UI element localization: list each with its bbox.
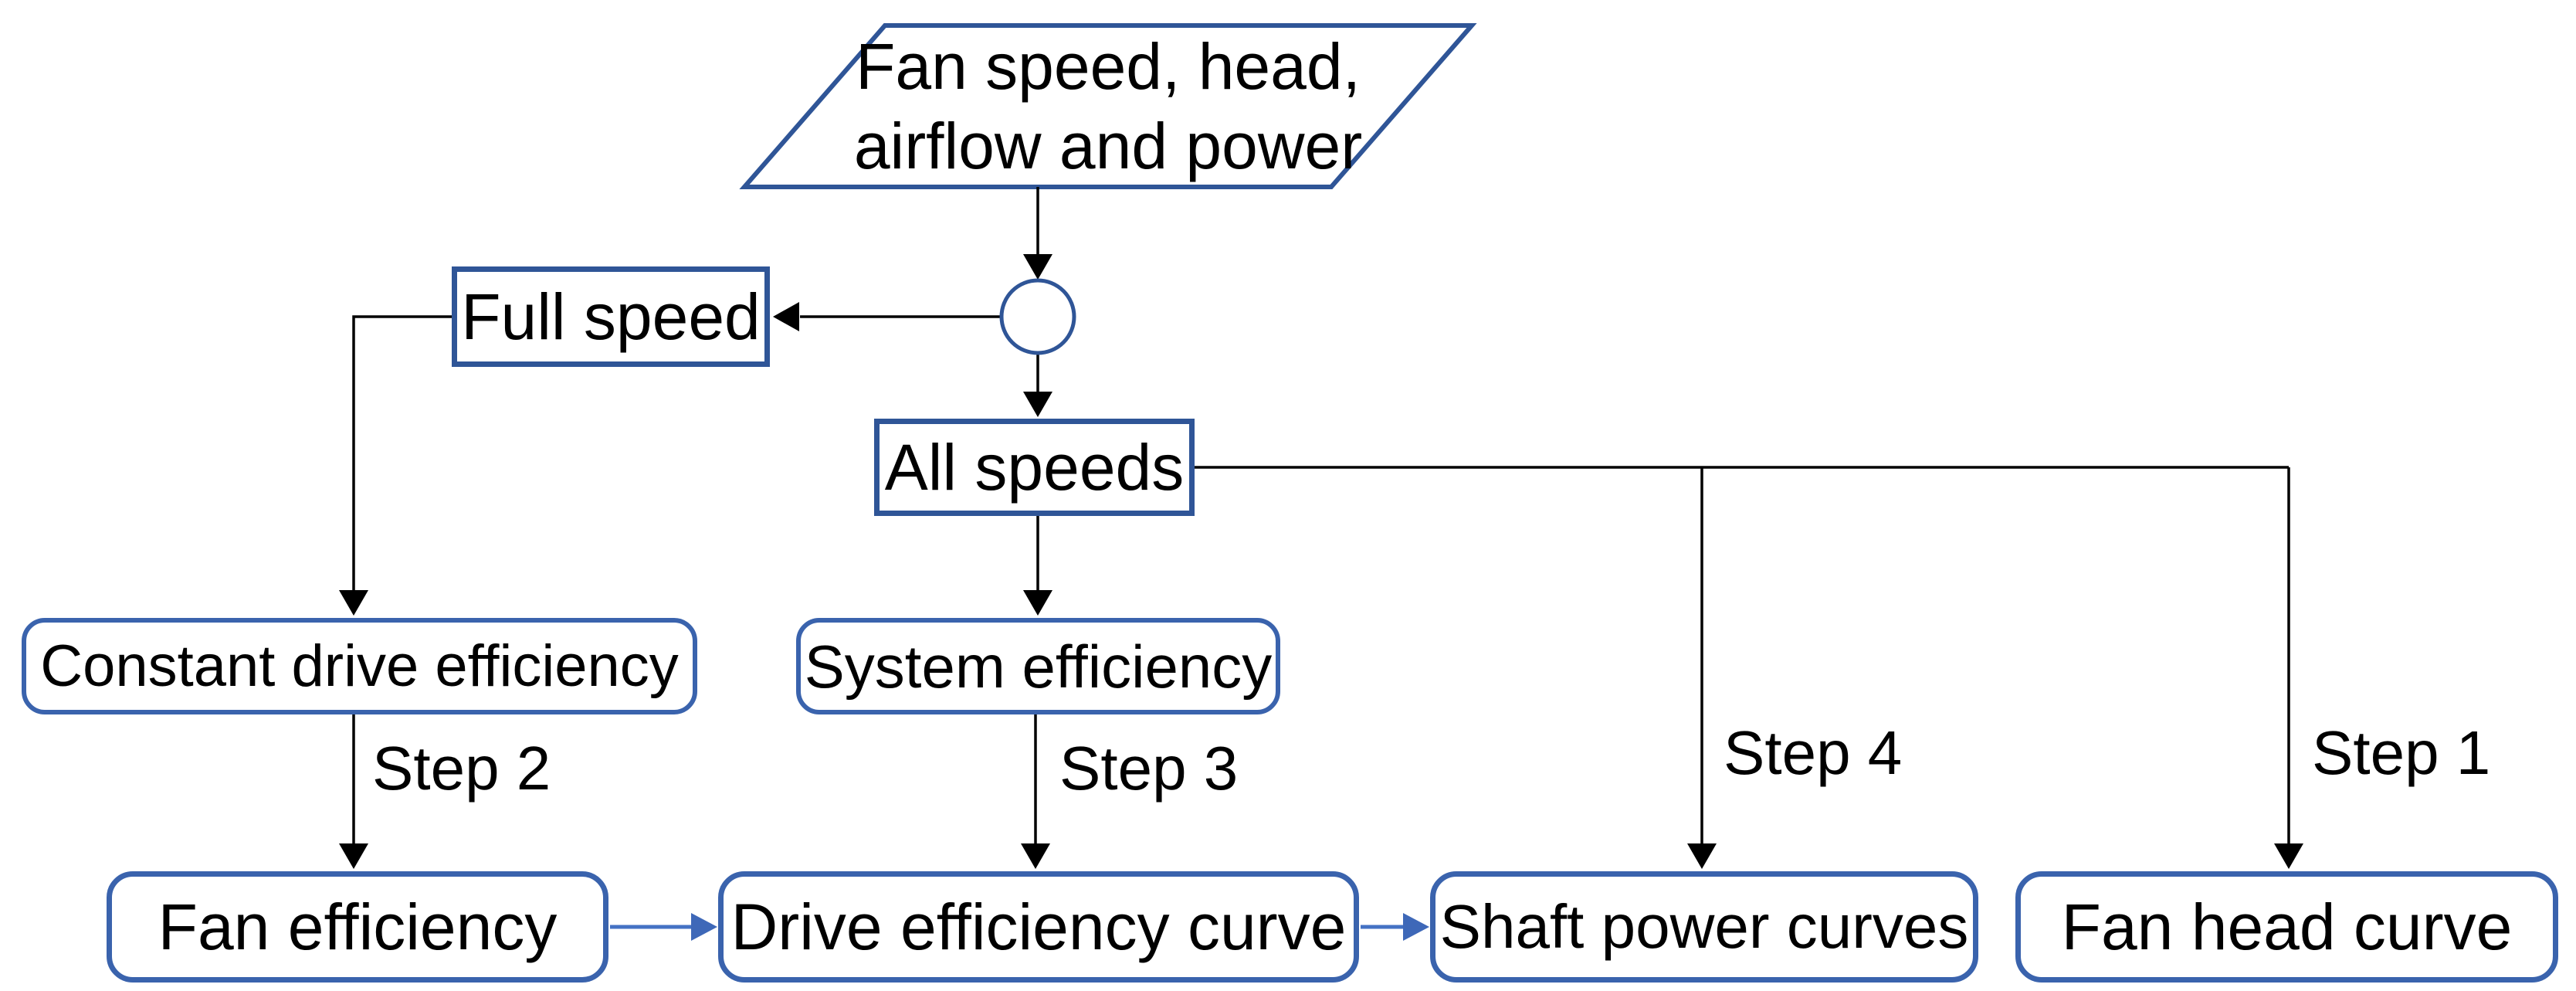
edge-label-step1: Step 1 — [2312, 718, 2491, 787]
arrowhead-into-fullspeed — [773, 302, 799, 331]
arrowhead-into-system — [1023, 590, 1052, 616]
arrowhead-into-fanefficiency — [339, 843, 368, 869]
node-input-label: Fan speed, head, airflow and power — [815, 25, 1402, 187]
input-parallelogram-shape — [739, 23, 1477, 189]
arrowhead-blue-into-drivecurve — [691, 913, 717, 941]
arrowhead-into-circle — [1023, 254, 1052, 280]
edge-label-step4: Step 4 — [1724, 718, 1903, 787]
arrowhead-into-shaftpower — [1687, 843, 1717, 869]
junction-circle — [999, 278, 1076, 355]
arrowhead-into-allspeeds — [1023, 392, 1052, 417]
node-all-speeds: All speeds — [874, 419, 1195, 516]
edge-label-step2: Step 2 — [372, 734, 551, 803]
node-input-label-line2: airflow and power — [853, 109, 1363, 182]
edge-label-step3: Step 3 — [1059, 734, 1239, 803]
node-full-speed: Full speed — [452, 266, 770, 367]
arrowhead-blue-into-shaftpower — [1403, 913, 1429, 941]
edge-fullspeed-to-constant — [352, 315, 452, 591]
node-input-label-line1: Fan speed, head, — [856, 30, 1361, 104]
node-fan-efficiency: Fan efficiency — [107, 871, 608, 983]
arrowhead-into-drivecurve — [1021, 843, 1050, 869]
node-constant-drive-efficiency: Constant drive efficiency — [22, 618, 697, 714]
arrowhead-into-fanhead — [2274, 843, 2303, 869]
node-shaft-power-curves: Shaft power curves — [1430, 871, 1978, 983]
arrowhead-into-constant — [339, 590, 368, 616]
node-system-efficiency: System efficiency — [796, 618, 1280, 714]
node-fan-head-curve: Fan head curve — [2015, 871, 2558, 983]
node-drive-efficiency-curve: Drive efficiency curve — [718, 871, 1359, 983]
